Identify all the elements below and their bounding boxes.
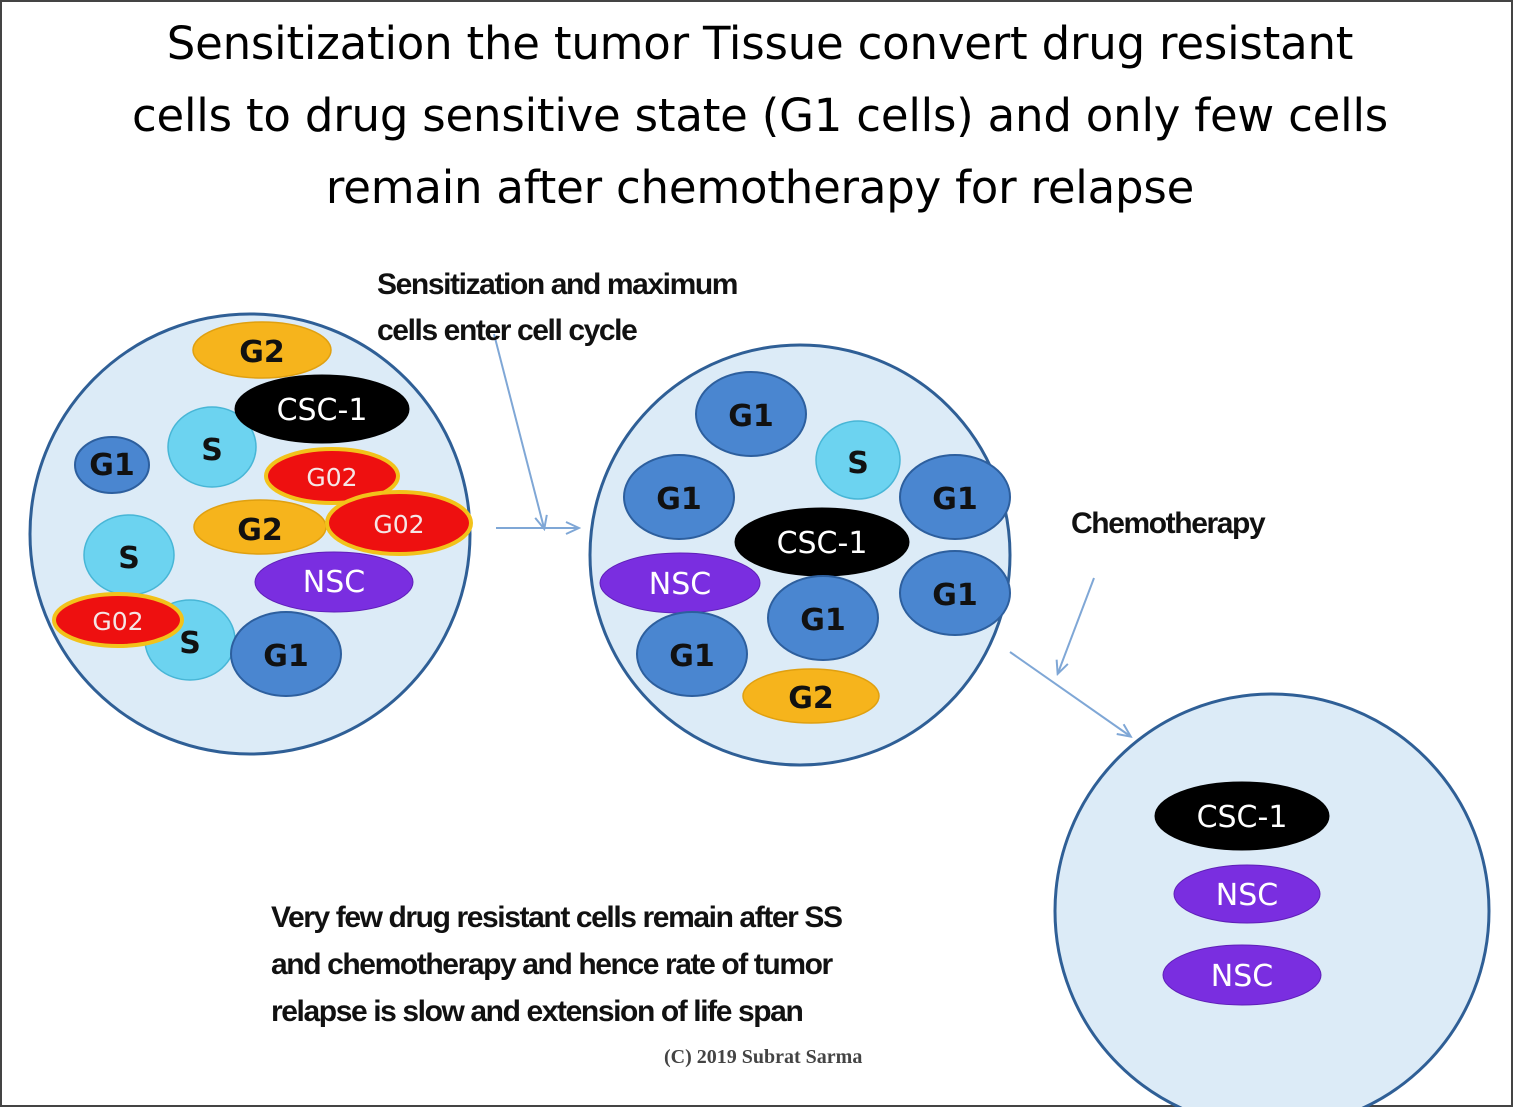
- cell-s: S: [167, 406, 257, 488]
- svg-text:G1: G1: [728, 399, 774, 434]
- svg-text:G1: G1: [800, 603, 846, 638]
- cell-g1: G1: [623, 454, 735, 540]
- cell-nsc: NSC: [1162, 944, 1322, 1006]
- svg-text:S: S: [118, 541, 140, 576]
- sensitization-annotation-line-2: cells enter cell cycle: [377, 314, 638, 347]
- cell-g2: G2: [742, 668, 880, 724]
- svg-text:G2: G2: [239, 335, 285, 370]
- copyright-notice: (C) 2019 Subrat Sarma: [664, 1046, 863, 1068]
- svg-text:NSC: NSC: [1211, 959, 1273, 994]
- svg-text:G1: G1: [263, 639, 309, 674]
- cell-g1: G1: [230, 611, 342, 697]
- svg-text:CSC-1: CSC-1: [277, 393, 368, 428]
- svg-text:G1: G1: [669, 639, 715, 674]
- cell-g1: G1: [636, 611, 748, 697]
- svg-text:G1: G1: [932, 578, 978, 613]
- svg-text:S: S: [201, 433, 223, 468]
- cell-g1: G1: [695, 371, 807, 457]
- cell-csc-1: CSC-1: [734, 507, 910, 577]
- cell-s: S: [83, 514, 175, 596]
- svg-text:S: S: [847, 446, 869, 481]
- svg-text:G02: G02: [92, 607, 143, 636]
- arrows: [493, 333, 1130, 736]
- cell-s: S: [815, 420, 901, 500]
- cell-g02: G02: [52, 592, 184, 648]
- cell-nsc: NSC: [599, 552, 761, 614]
- cell-csc-1: CSC-1: [234, 374, 410, 444]
- cell-g2: G2: [192, 321, 332, 379]
- svg-text:G1: G1: [656, 482, 702, 517]
- svg-text:G1: G1: [89, 448, 135, 483]
- sensitization-annotation: Sensitization and maximum cells enter ce…: [377, 262, 738, 354]
- title-line-3: remain after chemotherapy for relapse: [325, 161, 1195, 214]
- sensitization-annotation-line-1: Sensitization and maximum: [377, 268, 738, 301]
- cell-g1: G1: [899, 550, 1011, 636]
- title-line-1: Sensitization the tumor Tissue convert d…: [166, 17, 1354, 70]
- sensitization-pointer-arrow: [493, 333, 544, 528]
- outcome-annotation-line-2: and chemotherapy and hence rate of tumor: [271, 948, 833, 981]
- cell-csc-1: CSC-1: [1154, 781, 1330, 851]
- svg-text:CSC-1: CSC-1: [1197, 800, 1288, 835]
- svg-text:G02: G02: [373, 510, 424, 539]
- svg-text:NSC: NSC: [1216, 878, 1278, 913]
- outcome-annotation-line-1: Very few drug resistant cells remain aft…: [271, 901, 843, 934]
- cell-g02: G02: [325, 490, 473, 556]
- chemotherapy-annotation: Chemotherapy: [1071, 501, 1266, 547]
- cell-g1: G1: [899, 454, 1011, 540]
- svg-text:G1: G1: [932, 482, 978, 517]
- tissue-cells-after-sensitization: G1 S G1 G1 CSC-1 NSC G1 G1 G1 G2: [599, 371, 1011, 724]
- cell-g1: G1: [767, 575, 879, 661]
- cell-nsc: NSC: [254, 551, 414, 613]
- tissue-cells-after-chemotherapy: CSC-1 NSC NSC: [1154, 781, 1330, 1006]
- svg-text:G2: G2: [788, 681, 834, 716]
- outcome-annotation-line-3: relapse is slow and extension of life sp…: [271, 995, 804, 1028]
- chemotherapy-label: Chemotherapy: [1071, 507, 1266, 540]
- cell-g2: G2: [193, 499, 327, 555]
- svg-text:S: S: [179, 626, 201, 661]
- svg-text:G02: G02: [306, 463, 357, 492]
- title-line-2: cells to drug sensitive state (G1 cells)…: [131, 89, 1389, 142]
- cell-g02: G02: [264, 447, 400, 505]
- chemotherapy-pointer-arrow: [1058, 577, 1095, 673]
- outcome-annotation: Very few drug resistant cells remain aft…: [271, 894, 843, 1035]
- figure-title: Sensitization the tumor Tissue convert d…: [60, 8, 1460, 224]
- svg-text:NSC: NSC: [649, 567, 711, 602]
- svg-text:CSC-1: CSC-1: [777, 526, 868, 561]
- cell-nsc: NSC: [1173, 864, 1321, 924]
- tissue-transition-arrow-2: [1009, 651, 1130, 736]
- svg-text:NSC: NSC: [303, 565, 365, 600]
- tissue-cells-before-sensitization: G2 S CSC-1 G1 G02 G2 G02 S NSC S G02 G1: [52, 321, 473, 697]
- svg-text:G2: G2: [237, 513, 283, 548]
- cell-g1: G1: [74, 436, 150, 494]
